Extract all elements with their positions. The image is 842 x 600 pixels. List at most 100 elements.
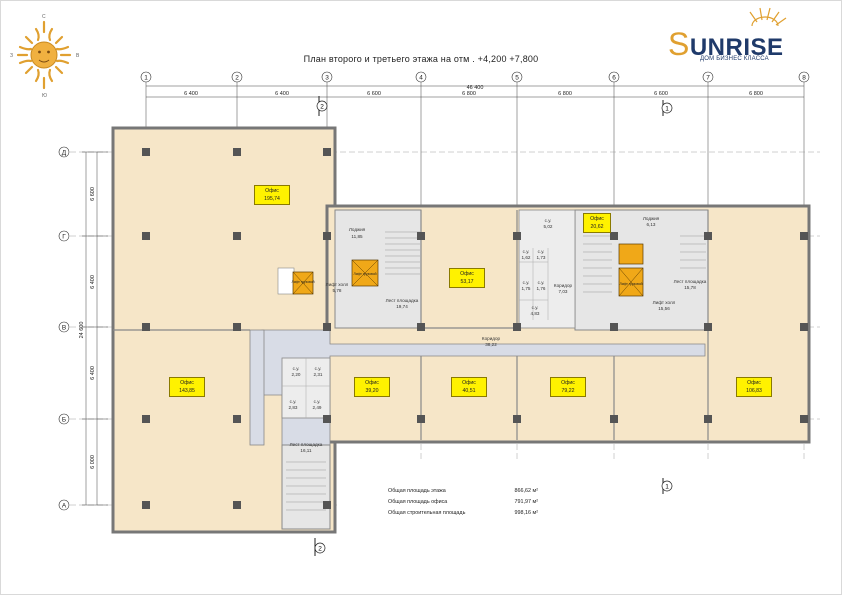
corridor bbox=[261, 329, 706, 446]
section-mark-1-bottom-label: 1 bbox=[665, 484, 669, 491]
room-stair-left-area: 19,74 bbox=[396, 304, 408, 309]
axis-B-label: Б bbox=[62, 417, 66, 424]
room-corridor-main-label: Коридор bbox=[482, 336, 501, 341]
office-label: Офис 195,74 bbox=[254, 185, 290, 205]
room-loggia-left-label: Лоджия bbox=[349, 227, 366, 232]
brand-name: UNRISE bbox=[689, 34, 784, 61]
brand-initial: S bbox=[668, 26, 690, 62]
wc-8-label: с.у. bbox=[538, 280, 545, 285]
axis-V-label: В bbox=[62, 325, 66, 332]
section-mark-1-top-label: 1 bbox=[665, 106, 669, 113]
section-mark-2-bottom-label: 2 bbox=[318, 546, 322, 553]
wc-3-label: с.у. bbox=[290, 399, 297, 404]
office-name: Офис bbox=[265, 188, 279, 194]
axis-7-label: 7 bbox=[706, 75, 710, 82]
dim-top-3: 6 600 bbox=[367, 91, 381, 97]
freight-lift-left-label: Лифт грузовой bbox=[291, 280, 314, 284]
section-mark-1-top bbox=[661, 100, 673, 116]
sun-compass-icon bbox=[16, 20, 72, 90]
dim-left-2: 6 400 bbox=[90, 275, 96, 289]
office-name: Офис bbox=[590, 216, 604, 222]
wc-partitions-left bbox=[282, 358, 330, 418]
room-lift-hall-right-area: 15,56 bbox=[658, 306, 670, 311]
wc-2-area: 2,31 bbox=[314, 372, 323, 377]
wc-4-label: с.у. bbox=[314, 399, 321, 404]
dim-left-total: 24 600 bbox=[79, 322, 85, 339]
compass-north-label: С bbox=[42, 14, 46, 20]
room-lift-hall-left-label: Лифт холл bbox=[326, 282, 349, 287]
compass-south-label: Ю bbox=[42, 93, 47, 99]
stair-left-icon bbox=[385, 231, 420, 275]
office-area: 39,20 bbox=[365, 388, 379, 394]
plan-title: План второго и третьего этажа на отм . +… bbox=[303, 54, 539, 64]
room-wc-top-area: 5,02 bbox=[544, 224, 553, 229]
compass-west-label: З bbox=[10, 53, 13, 59]
structural-columns bbox=[142, 148, 808, 509]
room-wc-top-label: с.у. bbox=[545, 218, 552, 223]
room-stair-left-label: Лест площадка bbox=[386, 298, 419, 303]
wc-block-right bbox=[518, 209, 576, 329]
wc-6-label: с.у. bbox=[538, 249, 545, 254]
axis-6-label: 6 bbox=[612, 75, 616, 82]
axis-2-label: 2 bbox=[235, 75, 239, 82]
room-loggia-right-area: 6,13 bbox=[647, 222, 656, 227]
axis-A-label: А bbox=[62, 503, 67, 510]
stair-right-icon bbox=[583, 235, 706, 293]
freight-lift-right-label: Лифт грузовой bbox=[619, 282, 642, 286]
stair-bottom-icon bbox=[286, 461, 326, 511]
dim-top-5: 6 800 bbox=[558, 91, 572, 97]
brand-tagline: ДОМ БИЗНЕС КЛАССА bbox=[700, 56, 769, 62]
wc-4-area: 2,49 bbox=[313, 405, 322, 410]
dim-total: 46 400 bbox=[467, 85, 484, 91]
room-stair-right-label: Лест площадка bbox=[674, 279, 707, 284]
office-name: Офис bbox=[561, 380, 575, 386]
dim-left-3: 6 400 bbox=[90, 366, 96, 380]
section-mark-2-top bbox=[316, 96, 328, 116]
corridor-west bbox=[249, 329, 265, 446]
wc-7-label: с.у. bbox=[523, 280, 530, 285]
room-stair-right-area: 15,78 bbox=[684, 285, 696, 290]
room-loggia-left-area: 11,85 bbox=[351, 234, 363, 239]
summary-label: Общая строительная площадь bbox=[388, 510, 466, 516]
freight-lift-core-label: Лифт грузовой bbox=[353, 272, 376, 276]
left-dimension-lines bbox=[82, 151, 108, 506]
wc-5-label: с.у. bbox=[523, 249, 530, 254]
wc-7-area: 1,75 bbox=[522, 286, 531, 291]
axis-1-label: 1 bbox=[144, 75, 148, 82]
room-stair-bottom-area: 16,11 bbox=[300, 448, 312, 453]
office-area: 53,17 bbox=[460, 279, 474, 285]
wc-partitions-right bbox=[519, 248, 549, 320]
office-area: 195,74 bbox=[264, 196, 280, 202]
wc-8-area: 1,76 bbox=[537, 286, 546, 291]
wc-5-area: 1,62 bbox=[522, 255, 531, 260]
room-lift-hall-right-label: Лифт холл bbox=[653, 300, 676, 305]
top-dimension-lines bbox=[145, 80, 805, 210]
room-lift-hall-left-area: 5,78 bbox=[333, 288, 342, 293]
room-corridor-main-area: 38,22 bbox=[485, 342, 497, 347]
office-name: Офис bbox=[180, 380, 194, 386]
wc-1-label: с.у. bbox=[293, 366, 300, 371]
office-area: 79,22 bbox=[561, 388, 575, 394]
axis-8-label: 8 bbox=[802, 75, 806, 82]
room-corridor-small-label: Коридор bbox=[554, 283, 573, 288]
dim-top-7: 6 800 bbox=[749, 91, 763, 97]
wc-2-label: с.у. bbox=[315, 366, 322, 371]
office-name: Офис bbox=[460, 271, 474, 277]
dim-top-1: 6 400 bbox=[184, 91, 198, 97]
summary-label: Общая площадь этажа bbox=[388, 488, 446, 494]
axis-D-label: Д bbox=[62, 150, 67, 157]
office-name: Офис bbox=[462, 380, 476, 386]
room-corridor-small-area: 7,03 bbox=[559, 289, 568, 294]
brand-sun-icon bbox=[749, 7, 787, 27]
wc-9-label: с.у. bbox=[532, 305, 539, 310]
wc-1-area: 2,20 bbox=[292, 372, 301, 377]
